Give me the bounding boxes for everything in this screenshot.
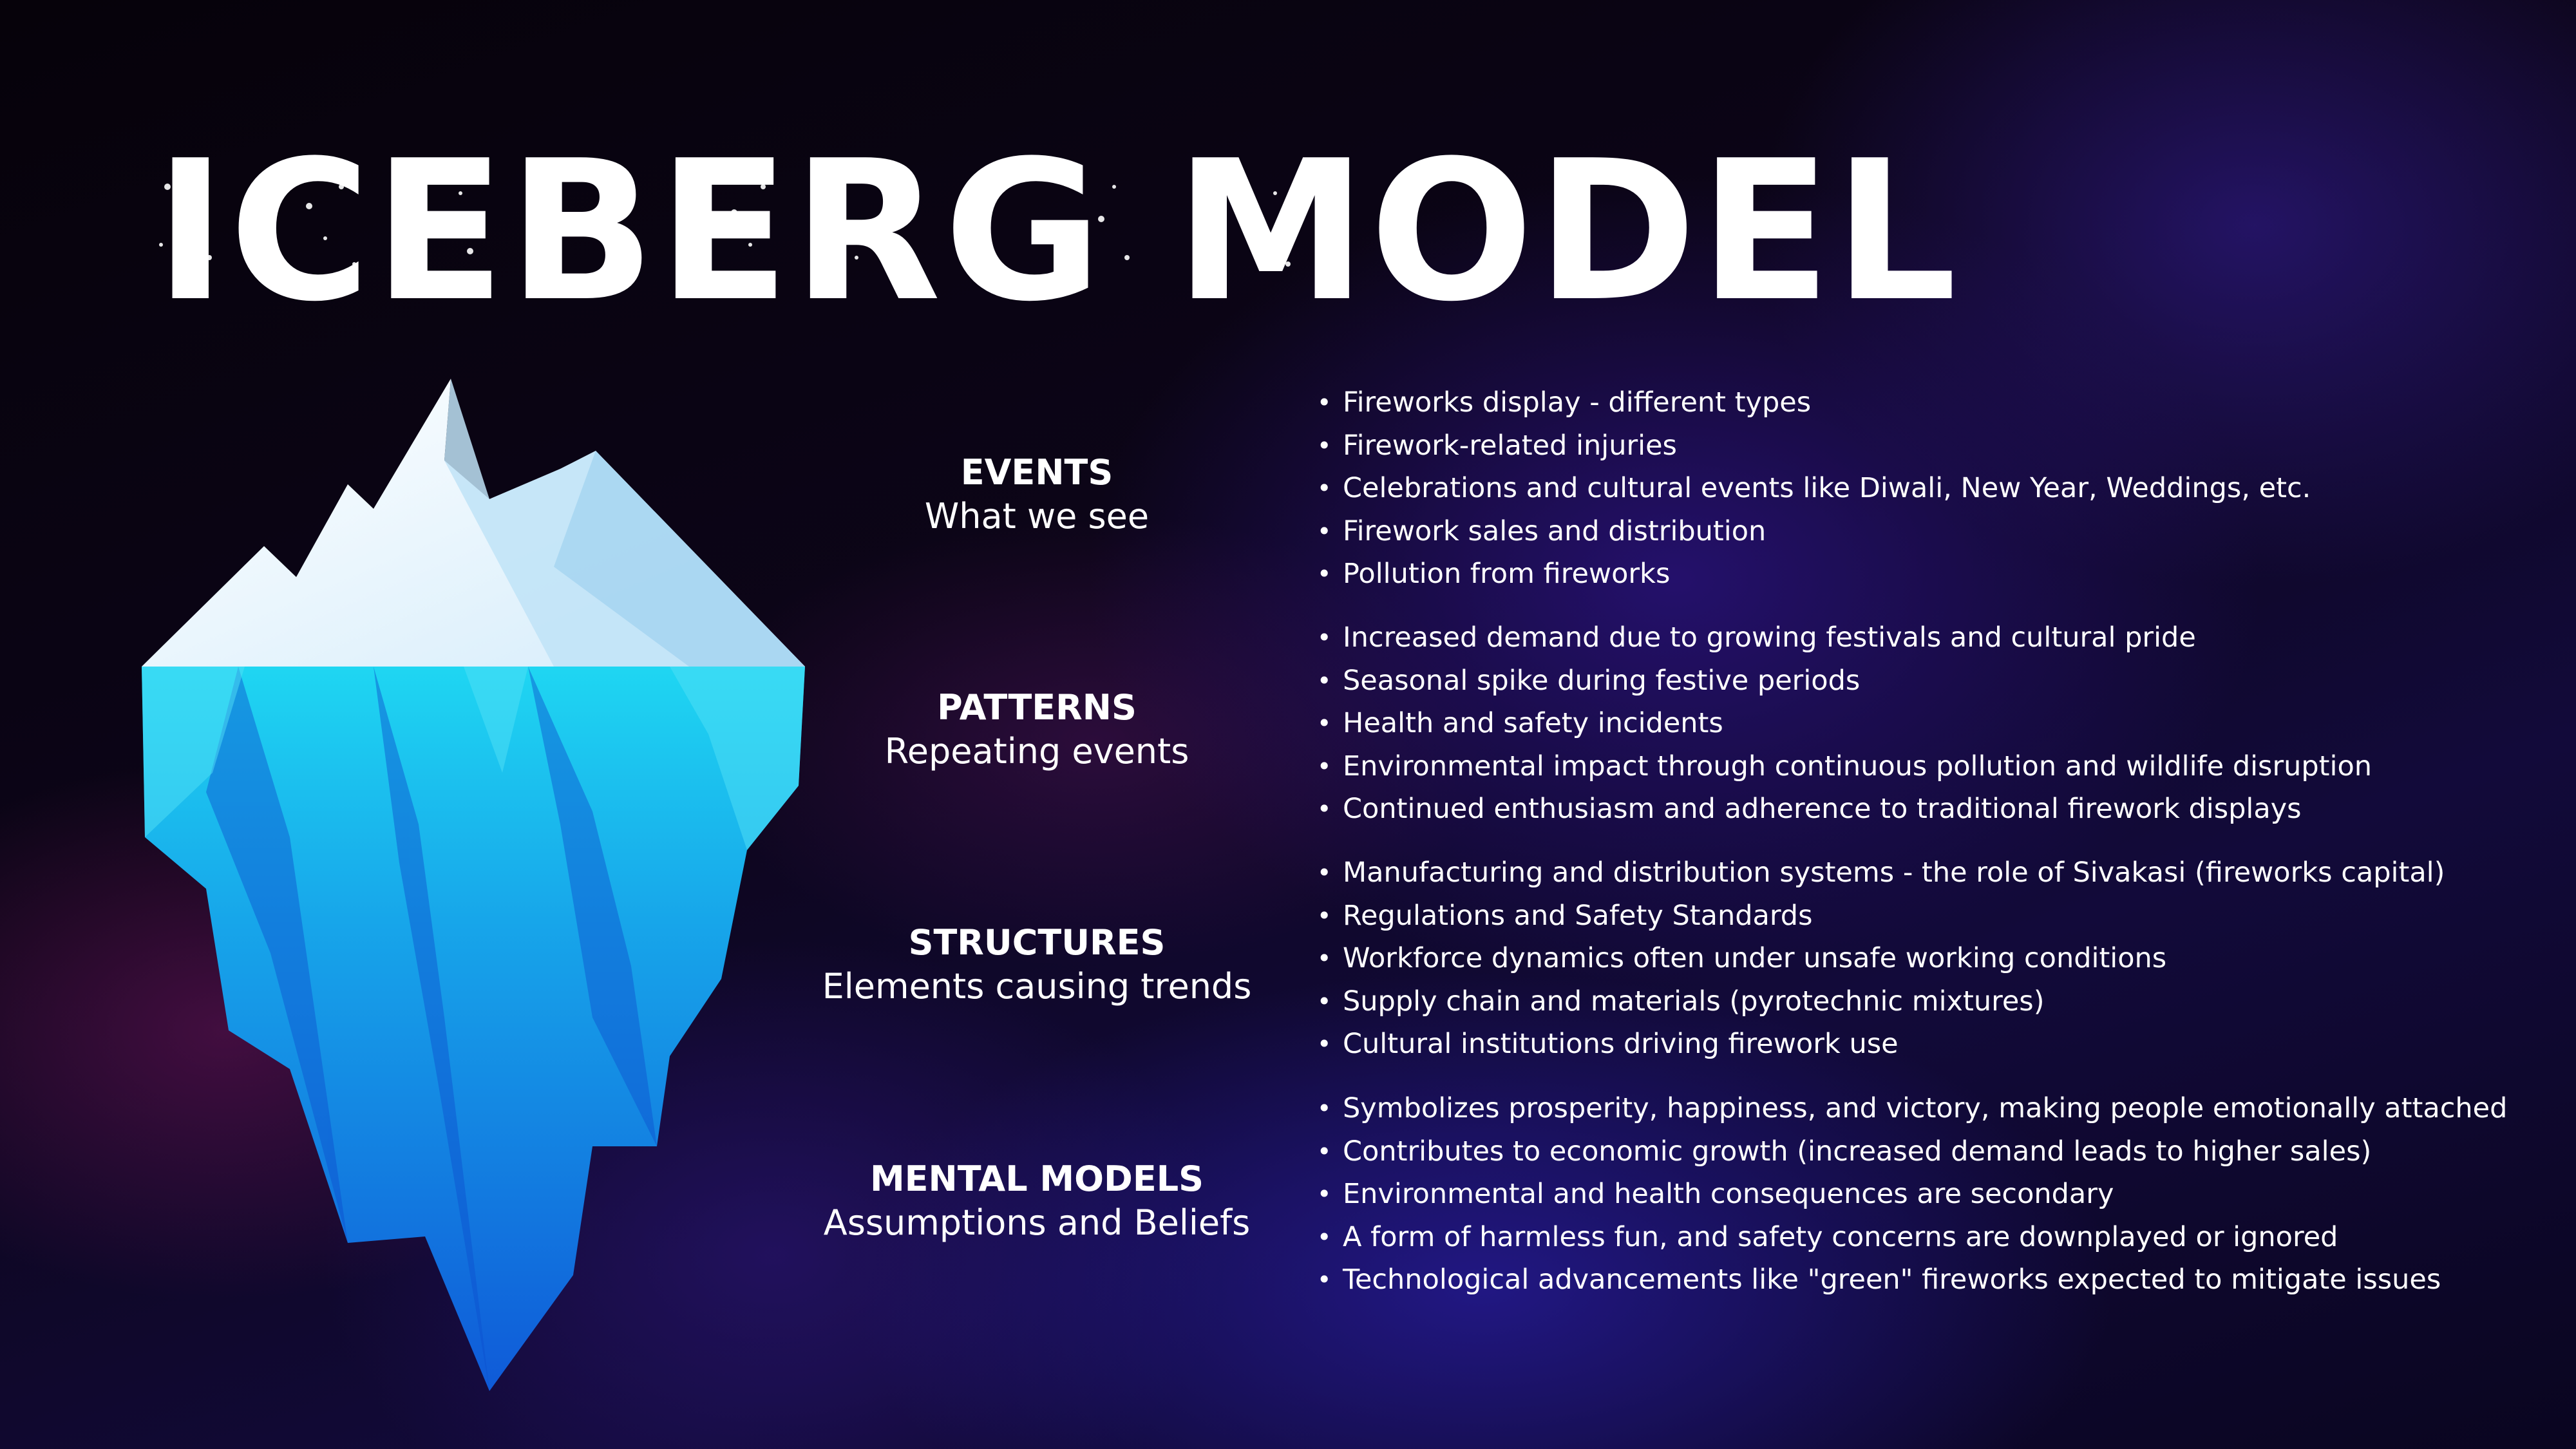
level-description: What we see: [924, 496, 1150, 536]
list-item: Continued enthusiasm and adherence to tr…: [1317, 788, 2372, 831]
level-patterns: PATTERNS Repeating events: [786, 686, 1288, 773]
level-description: Assumptions and Beliefs: [823, 1202, 1251, 1243]
list-item: Supply chain and materials (pyrotechnic …: [1317, 980, 2445, 1023]
list-item: A form of harmless fun, and safety conce…: [1317, 1216, 2507, 1259]
structures-bullet-list: Manufacturing and distribution systems -…: [1317, 851, 2445, 1066]
level-name: EVENTS: [960, 452, 1113, 493]
list-item: Celebrations and cultural events like Di…: [1317, 467, 2311, 510]
list-item: Cultural institutions driving firework u…: [1317, 1023, 2445, 1066]
list-item: Seasonal spike during festive periods: [1317, 659, 2372, 703]
level-description: Repeating events: [884, 731, 1189, 772]
level-structures: STRUCTURES Elements causing trends: [786, 921, 1288, 1009]
level-name: MENTAL MODELS: [869, 1159, 1204, 1199]
list-item: Increased demand due to growing festival…: [1317, 616, 2372, 659]
list-item: Environmental impact through continuous …: [1317, 745, 2372, 788]
list-item: Fireworks display - different types: [1317, 381, 2311, 424]
list-item: Environmental and health consequences ar…: [1317, 1173, 2507, 1216]
list-item: Health and safety incidents: [1317, 702, 2372, 745]
events-bullet-list: Fireworks display - different types Fire…: [1317, 381, 2311, 596]
list-item: Manufacturing and distribution systems -…: [1317, 851, 2445, 895]
level-name: PATTERNS: [937, 687, 1137, 728]
mental-models-bullet-list: Symbolizes prosperity, happiness, and vi…: [1317, 1087, 2507, 1302]
list-item: Symbolizes prosperity, happiness, and vi…: [1317, 1087, 2507, 1130]
page-title: ICEBERG MODEL: [155, 119, 1960, 344]
iceberg-illustration: [142, 379, 805, 1391]
list-item: Contributes to economic growth (increase…: [1317, 1130, 2507, 1173]
list-item: Regulations and Safety Standards: [1317, 895, 2445, 938]
list-item: Firework-related injuries: [1317, 424, 2311, 468]
level-name: STRUCTURES: [908, 922, 1166, 963]
sparkle-decoration: [159, 184, 1291, 273]
level-description: Elements causing trends: [822, 966, 1252, 1007]
list-item: Pollution from fireworks: [1317, 553, 2311, 596]
list-item: Firework sales and distribution: [1317, 510, 2311, 553]
list-item: Technological advancements like "green" …: [1317, 1258, 2507, 1302]
patterns-bullet-list: Increased demand due to growing festival…: [1317, 616, 2372, 831]
level-events: EVENTS What we see: [786, 451, 1288, 538]
level-mental-models: MENTAL MODELS Assumptions and Beliefs: [786, 1157, 1288, 1245]
list-item: Workforce dynamics often under unsafe wo…: [1317, 937, 2445, 980]
